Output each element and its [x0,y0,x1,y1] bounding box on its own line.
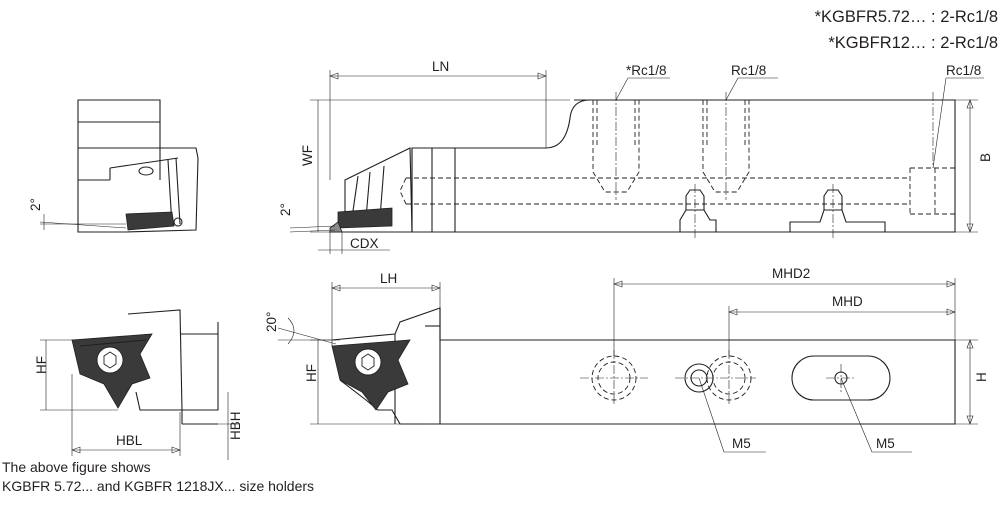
hf-left-label: HF [34,356,49,374]
end-view-bottom-left: HF HBL HBH [34,309,243,460]
cdx-label: CDX [350,236,379,251]
angle-2-label-side: 2° [278,203,293,216]
caption-line-2: KGBFR 5.72... and KGBFR 1218JX... size h… [2,478,315,494]
b-label: B [978,153,993,162]
h-label: H [974,372,989,382]
hbl-label: HBL [116,433,143,448]
end-view-top-left: 2° [28,99,199,233]
side-view-bottom: LH MHD2 MHD 20° HF H M5 M5 [264,266,989,453]
caption-line-1: The above figure shows [2,459,151,475]
hbh-label: HBH [228,411,243,440]
note-line-2: *KGBFR12… : 2-Rc1/8 [828,34,998,52]
angle-20-label: 20° [264,312,279,332]
wf-label: WF [300,145,315,166]
angle-2-label-left: 2° [28,198,43,211]
rc-star-label: *Rc1/8 [626,63,667,78]
ln-label: LN [432,59,449,74]
mhd-label: MHD [832,294,863,309]
rc-right-label: Rc1/8 [946,63,981,78]
lh-label: LH [380,271,397,286]
rc-mid-label: Rc1/8 [731,63,766,78]
note-line-1: *KGBFR5.72… : 2-Rc1/8 [815,8,998,26]
side-view-top: LN WF 2° CDX B *Rc1/8 Rc1/8 Rc1/8 [278,59,993,254]
figure-caption: The above figure shows KGBFR 5.72... and… [2,458,314,496]
mhd2-label: MHD2 [772,266,810,281]
m5-left-label: M5 [732,436,751,451]
m5-right-label: M5 [876,436,895,451]
hf-main-label: HF [304,364,319,382]
